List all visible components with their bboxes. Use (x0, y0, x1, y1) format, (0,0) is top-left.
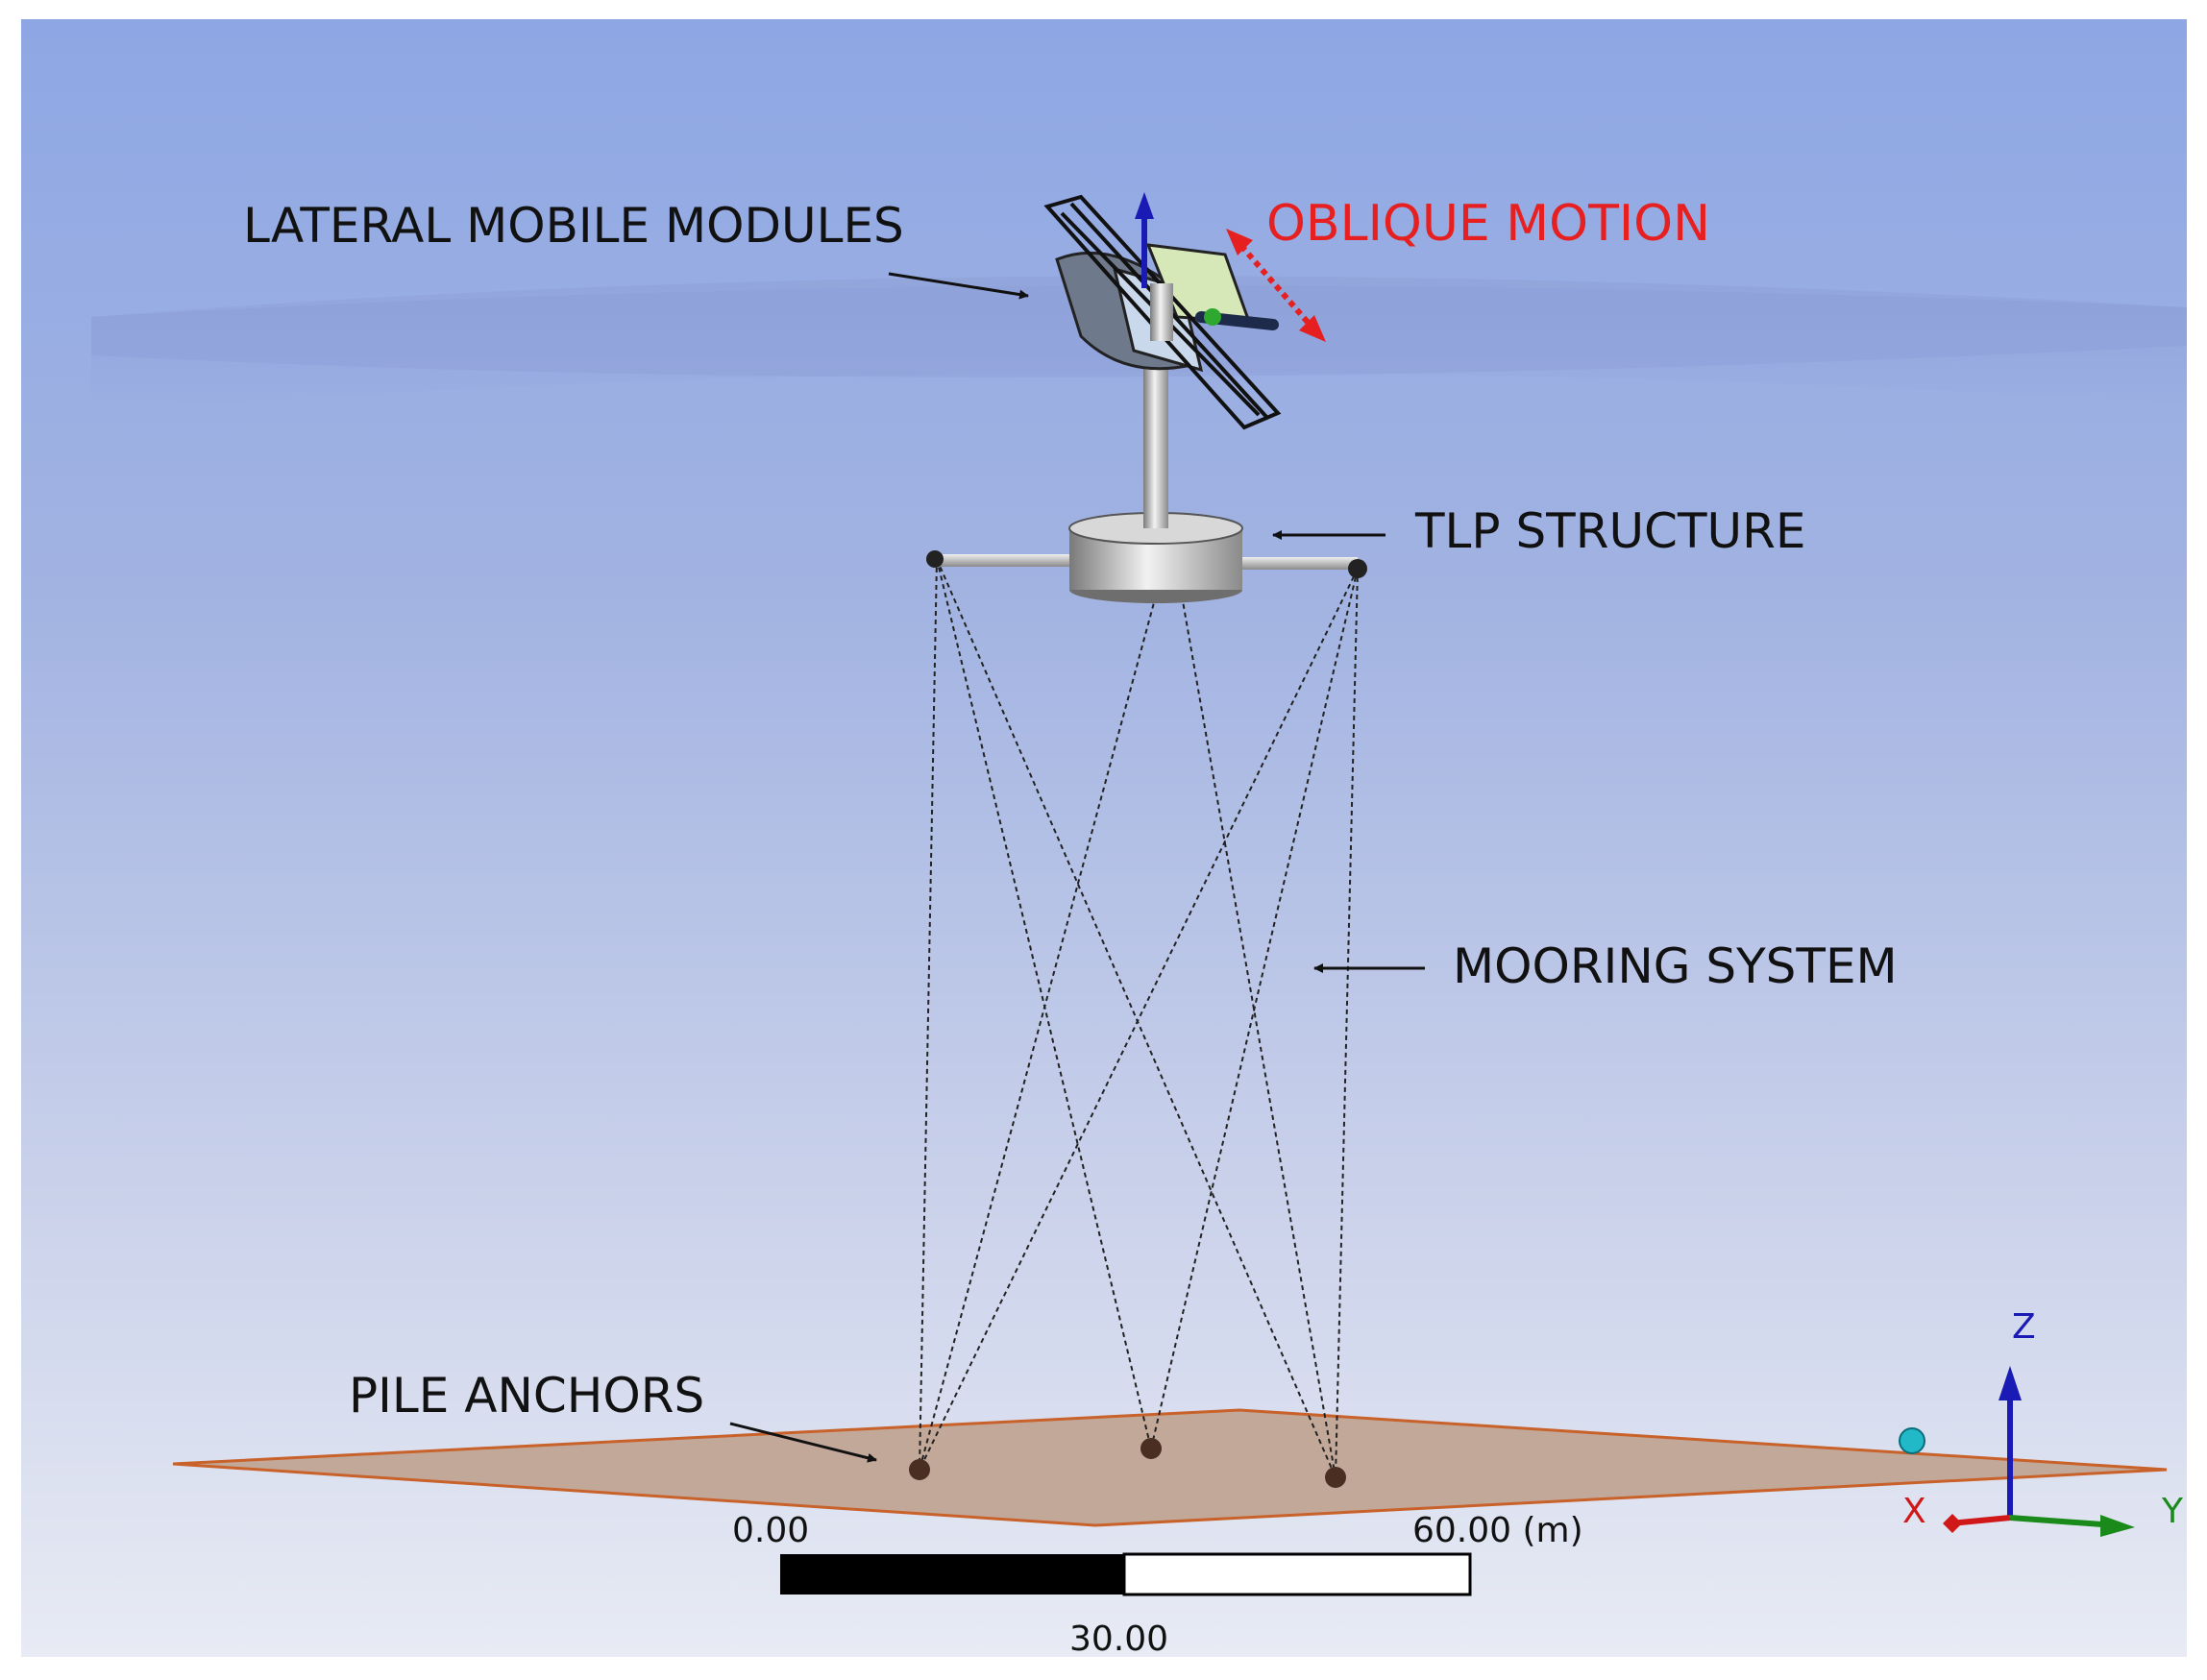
scale-bar-end-label: 60.00 (m) (1412, 1511, 1583, 1550)
axis-z-label: Z (2012, 1307, 2036, 1347)
axis-triad[interactable]: Z X Y (1899, 1307, 2184, 1537)
scale-bar-middle-label: 30.00 (1069, 1619, 1168, 1659)
label-lateral-mobile-modules: LATERAL MOBILE MODULES (243, 198, 904, 254)
scale-bar-light (1122, 1552, 1472, 1596)
oblique-motion-arrow (1226, 229, 1326, 342)
axis-x-label: X (1902, 1492, 1926, 1531)
arrow-pile-anchors (729, 1422, 877, 1463)
arrow-lateral-modules (888, 272, 1029, 300)
pile-anchor-3 (1325, 1467, 1346, 1488)
scale-bar-dark (780, 1554, 1124, 1595)
lateral-mobile-modules (1043, 192, 1282, 430)
pile-anchor-1 (909, 1459, 930, 1480)
leader-arrows (729, 272, 1425, 1463)
scale-bar-start-label: 0.00 (732, 1511, 809, 1550)
isometric-view-ball (1899, 1427, 1925, 1454)
label-pile-anchors: PILE ANCHORS (349, 1368, 704, 1424)
scale-bar: 0.00 60.00 (m) 30.00 (732, 1511, 1583, 1659)
seabed-plane (172, 1408, 2168, 1527)
pile-anchors (909, 1438, 1346, 1488)
mooring-lines (919, 558, 1359, 1478)
label-oblique-motion: OBLIQUE MOTION (1266, 195, 1710, 253)
label-mooring-system: MOORING SYSTEM (1453, 938, 1898, 994)
axis-y-label: Y (2161, 1492, 2184, 1531)
pile-anchor-2 (1140, 1438, 1162, 1459)
label-tlp-structure: TLP STRUCTURE (1414, 503, 1805, 559)
